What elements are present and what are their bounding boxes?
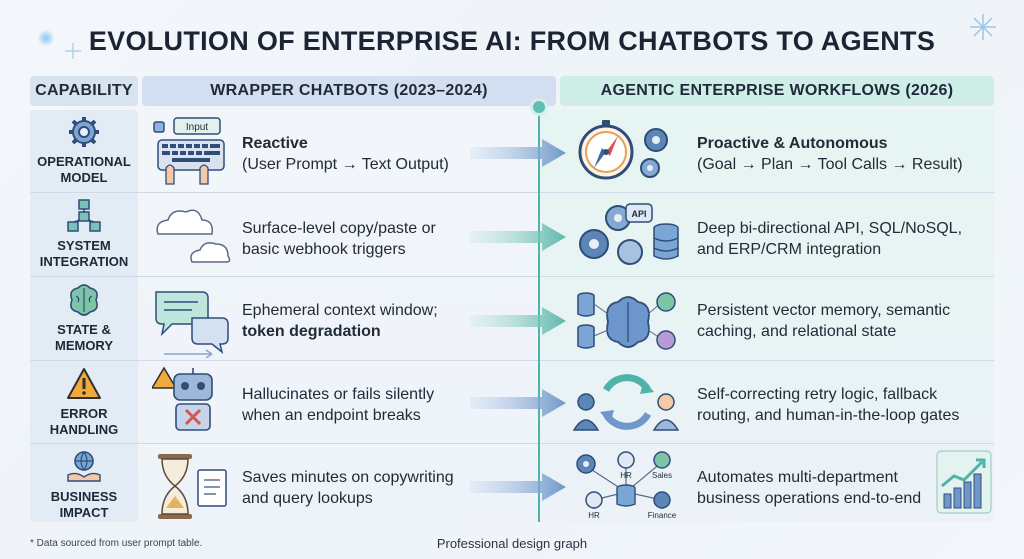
capability-error-handling: ERROR HANDLING [30,362,138,444]
dept-label: HR [588,511,600,520]
wrapper-headline: Reactive [242,135,308,152]
capability-label: SYSTEM INTEGRATION [39,238,129,269]
agent-description: Automates multi-department business oper… [697,469,922,507]
capability-label: BUSINESS IMPACT [50,489,118,520]
sparkle-icon [970,14,996,40]
capability-business-impact: BUSINESS IMPACT [30,445,138,527]
row-divider [30,360,994,361]
dept-label: HR [620,471,632,480]
input-label: Input [186,122,208,133]
arrow-right-icon [470,389,566,417]
capability-system-integration: SYSTEM INTEGRATION [30,194,138,276]
header-agentic-workflows: AGENTIC ENTERPRISE WORKFLOWS (2026) [560,76,994,106]
warning-icon [67,368,101,399]
row-divider [30,443,994,444]
database-brain-icon [577,292,676,350]
capability-label: ERROR HANDLING [49,406,119,437]
wrapper-bold-detail: token degradation [242,323,381,340]
agent-description: Persistent vector memory, semantic cachi… [697,302,951,340]
arrow-right-icon [470,223,566,251]
wrapper-description: Hallucinates or fails silently when an e… [242,386,435,424]
arrow-right-icon [470,473,566,501]
capability-label: OPERATIONAL MODEL [37,154,131,185]
broken-robot-icon [152,366,213,431]
agent-description: Proactive & Autonomous (Goal → Plan → To… [697,133,987,175]
wrapper-description: Surface-level copy/paste or basic webhoo… [242,220,436,258]
arrow-right-icon [470,307,566,335]
api-label: API [631,209,646,219]
row-divider [30,276,994,277]
wrapper-description: Saves minutes on copywriting and query l… [242,469,454,507]
row-divider [30,192,994,193]
dept-label: Sales [652,471,672,480]
glow-dot [38,30,54,46]
agent-description: Deep bi-directional API, SQL/NoSQL, and … [697,220,963,258]
chat-bubbles-icon [155,291,229,358]
arrow-right-icon [470,139,566,167]
capability-state-memory: STATE & MEMORY [30,278,138,360]
capability-operational-model: OPERATIONAL MODEL [30,110,138,192]
keyboard-input-icon: Input [153,117,225,185]
dept-label: Finance [648,511,677,520]
department-network-icon: HR Sales HR Finance [576,451,677,520]
hand-globe-icon [67,451,101,482]
retry-cycle-people-icon [572,374,680,431]
page-title: EVOLUTION OF ENTERPRISE AI: FROM CHATBOT… [88,26,936,56]
brain-icon [70,284,98,316]
clouds-icon [156,209,231,263]
wrapper-detail: (User Prompt → Text Output) [242,156,449,173]
header-capability: CAPABILITY [30,76,138,106]
credit-caption: Professional design graph [436,536,588,551]
agent-detail: (Goal → Plan → Tool Calls → Result) [697,156,963,173]
hourglass-document-icon [158,454,227,519]
gear-icon [69,117,99,147]
growth-chart-icon [936,450,992,514]
footnote: * Data sourced from user prompt table. [30,538,203,549]
capability-label: STATE & MEMORY [54,322,114,353]
agent-headline: Proactive & Autonomous [697,135,888,152]
wrapper-description: Reactive (User Prompt → Text Output) [242,133,522,175]
timeline-divider [538,100,540,522]
wrapper-detail: Ephemeral context window; [242,302,438,319]
wrapper-description: Ephemeral context window; token degradat… [242,300,472,342]
sparkle-icon [65,43,81,59]
compass-gears-icon [578,120,668,180]
header-wrapper-chatbots: WRAPPER CHATBOTS (2023–2024) [142,76,556,106]
agent-description: Self-correcting retry logic, fallback ro… [697,386,960,424]
timeline-dot [530,98,548,116]
api-gears-database-icon: API [579,203,679,265]
network-cubes-icon [67,199,101,232]
